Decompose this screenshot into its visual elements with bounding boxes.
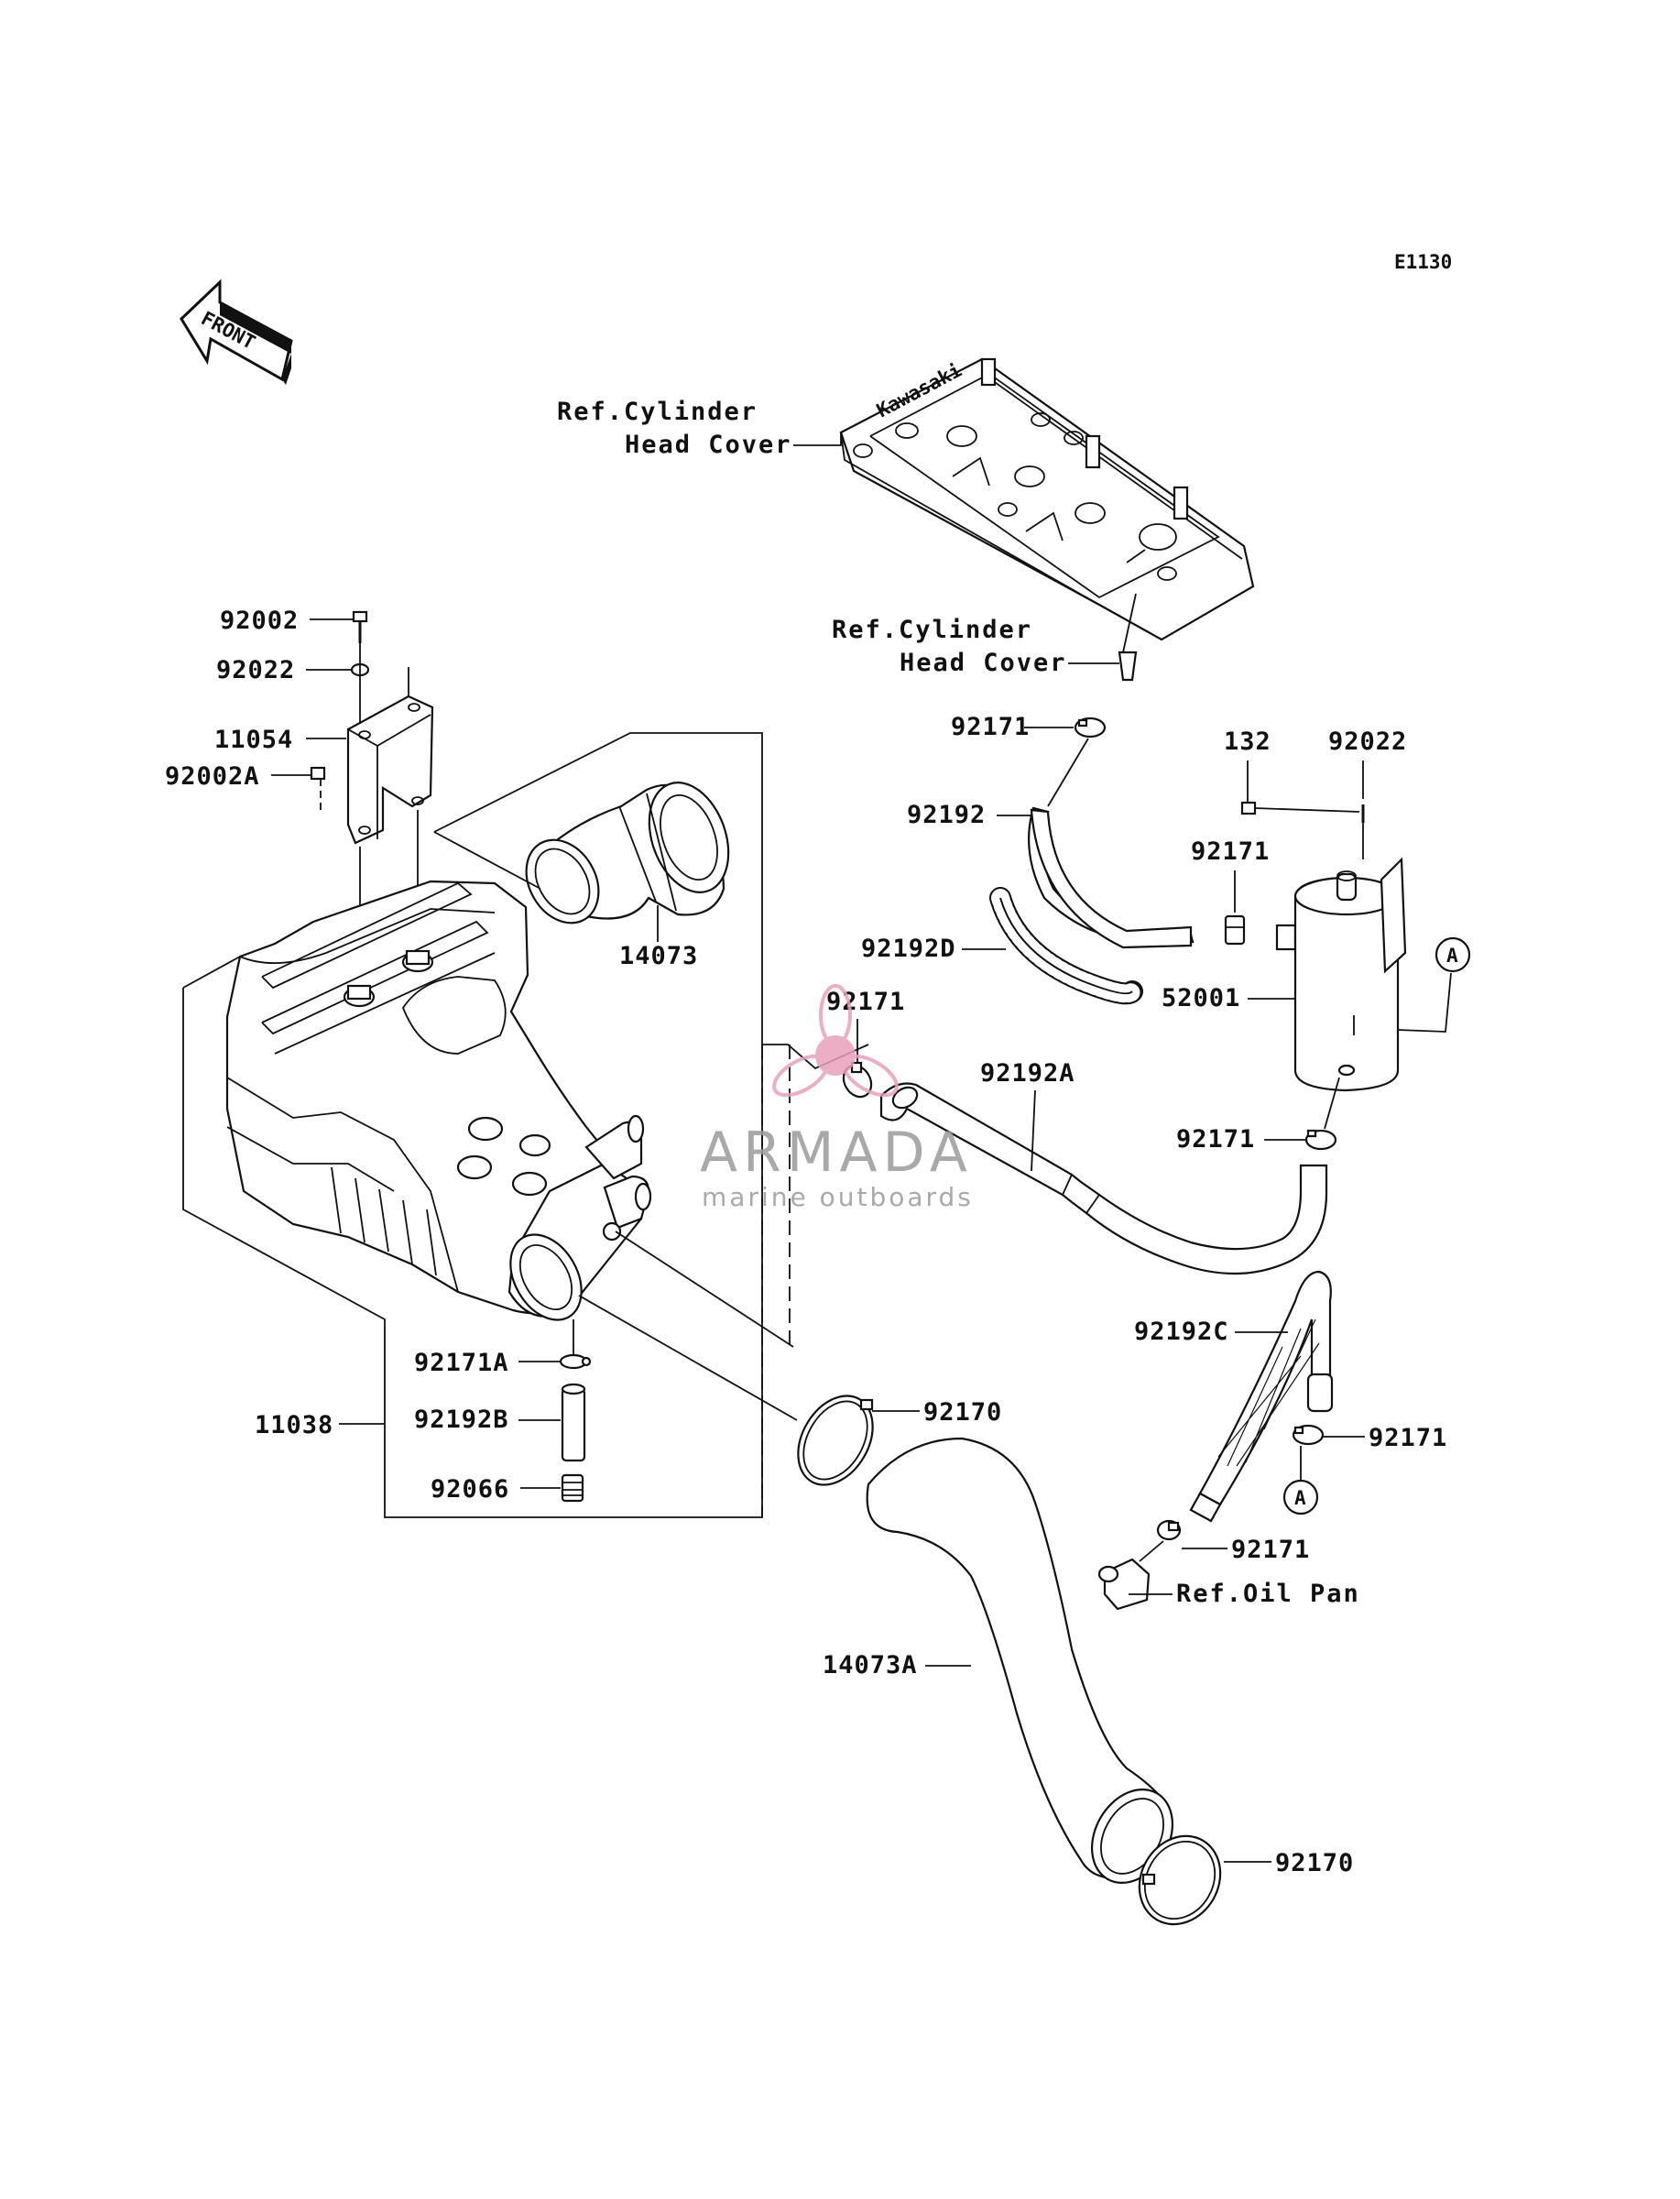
screw-icon [1240, 801, 1360, 815]
clamp-92170-bottom [1138, 1834, 1222, 1926]
propeller-icon [772, 984, 899, 1098]
bracket-11054 [346, 667, 434, 845]
clamp-92170-top [797, 1395, 874, 1486]
watermark-tagline: marine outboards [702, 1182, 974, 1212]
label-11038: 11038 [255, 1411, 333, 1439]
label-92171-right: 92171 [1369, 1424, 1447, 1452]
label-92192A: 92192A [980, 1059, 1075, 1088]
canister-52001 [1275, 857, 1407, 1092]
label-92192: 92192 [907, 801, 986, 829]
clamp-icon [1292, 1424, 1325, 1446]
marker-a-upper [1435, 936, 1471, 973]
label-92002A: 92002A [165, 762, 260, 791]
clamp-icon [1304, 1129, 1337, 1151]
ref-cylinder-head-cover-1-line2: Head Cover [625, 431, 792, 459]
label-92171-top: 92171 [951, 713, 1030, 741]
watermark-logo: ARMADA marine outboards [700, 984, 974, 1212]
label-92192C: 92192C [1134, 1318, 1229, 1346]
marker-a-lower [1282, 1479, 1319, 1515]
label-92170-bottom: 92170 [1275, 1849, 1354, 1877]
label-92171-left: 92171 [826, 988, 905, 1016]
bolt-icon [352, 610, 368, 643]
clamp-icon [1074, 717, 1107, 738]
bolt-icon [310, 766, 326, 814]
marker-a-lower-label: A [1294, 1487, 1306, 1509]
oil-pan-fitting-icon [1097, 1558, 1151, 1611]
label-92170-top: 92170 [923, 1398, 1002, 1427]
label-92192D: 92192D [861, 935, 956, 963]
label-92171-bottom: 92171 [1176, 1125, 1255, 1154]
ref-oil-pan: Ref.Oil Pan [1176, 1580, 1360, 1608]
label-92171-canister: 92171 [1191, 837, 1270, 866]
label-92192B: 92192B [414, 1406, 509, 1434]
label-14073A: 14073A [823, 1651, 918, 1679]
clamp-icon [559, 1353, 592, 1370]
clamp-icon [1224, 914, 1246, 946]
clamp-icon [1156, 1519, 1182, 1541]
watermark-brand: ARMADA [700, 1121, 973, 1185]
intake-duct-14073 [525, 782, 730, 924]
label-92066: 92066 [431, 1475, 509, 1504]
label-92022-left: 92022 [216, 656, 295, 684]
mesh-hose-92192C [1189, 1270, 1334, 1523]
diagram-code: E1130 [1394, 251, 1452, 273]
ref-cylinder-head-cover-2-line1: Ref.Cylinder [832, 616, 1032, 644]
group-frame-11038 [182, 732, 763, 1518]
label-92022-right: 92022 [1328, 728, 1407, 756]
air-box-11038 [225, 880, 652, 1321]
front-arrow-icon: FRONT [180, 279, 293, 385]
marker-a-upper-label: A [1446, 945, 1458, 967]
label-14073: 14073 [619, 942, 698, 970]
plug-icon [561, 1473, 584, 1503]
hose-92192A [879, 1082, 1328, 1275]
label-92171-oil: 92171 [1231, 1536, 1310, 1564]
ref-cylinder-head-cover-1-line1: Ref.Cylinder [557, 398, 758, 426]
corrugated-hose-92192D [989, 887, 1143, 1005]
hose-92192B [561, 1383, 586, 1462]
label-52001: 52001 [1162, 984, 1240, 1012]
label-92171A: 92171A [414, 1349, 509, 1377]
ref-cylinder-head-cover-2-line2: Head Cover [900, 649, 1067, 677]
label-92002: 92002 [220, 607, 299, 635]
label-132: 132 [1224, 728, 1271, 756]
label-11054: 11054 [214, 726, 293, 754]
